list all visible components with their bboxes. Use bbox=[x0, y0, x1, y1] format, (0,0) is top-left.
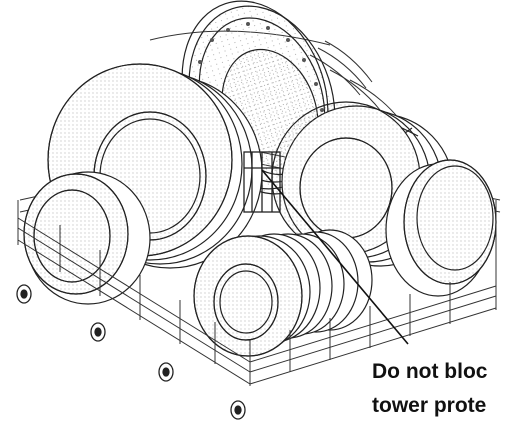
front-small-plate-stack bbox=[193, 229, 373, 357]
wheel-4 bbox=[230, 400, 246, 420]
callout-text-line-1: Do not bloc bbox=[372, 360, 488, 383]
left-bowl bbox=[23, 171, 151, 305]
callout-leader-line bbox=[261, 169, 409, 345]
rack-front-wires bbox=[17, 200, 497, 386]
wheel-3 bbox=[158, 362, 174, 382]
wash-tower bbox=[243, 151, 281, 213]
wheel-2 bbox=[90, 322, 106, 342]
rack-wheels bbox=[16, 284, 246, 420]
callout-text-line-2: tower prote bbox=[372, 394, 486, 417]
wheel-1 bbox=[16, 284, 32, 304]
